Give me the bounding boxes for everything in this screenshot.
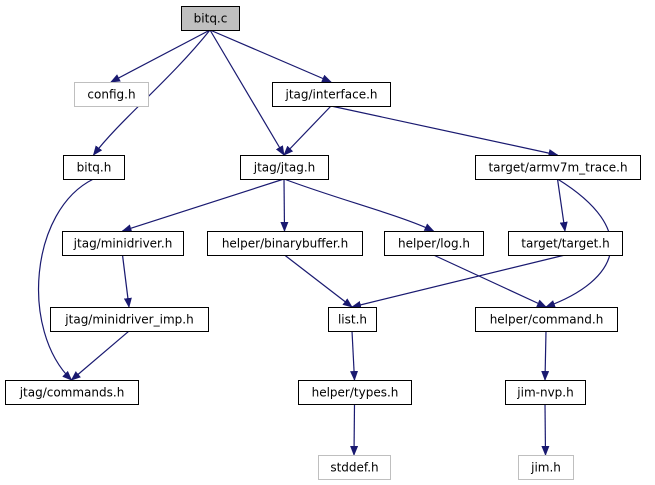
node-label: target/armv7m_trace.h bbox=[488, 161, 627, 175]
node-box bbox=[181, 6, 240, 31]
node-jtag-minidriver-imp-h[interactable]: jtag/minidriver_imp.h bbox=[50, 307, 209, 332]
edge-target-target-h-to-list-h bbox=[351, 254, 566, 309]
edge-jtag-minidriver-h-to-jtag-minidriver-imp-h bbox=[121, 254, 132, 308]
edge-arrow bbox=[350, 403, 359, 456]
edge-jtag-jtag-h-to-helper-binarybuffer-h bbox=[280, 178, 289, 232]
edge-arrow bbox=[280, 178, 289, 232]
node-box bbox=[272, 82, 391, 107]
node-box bbox=[475, 307, 618, 332]
edge-helper-binarybuffer-h-to-list-h bbox=[284, 254, 353, 308]
edge-arrow bbox=[110, 29, 211, 83]
node-box bbox=[328, 307, 377, 332]
edge-arrow bbox=[209, 29, 285, 156]
node-box bbox=[298, 380, 412, 405]
node-box bbox=[518, 455, 574, 480]
node-box bbox=[318, 455, 391, 480]
node-box bbox=[63, 155, 125, 180]
node-helper-types-h[interactable]: helper/types.h bbox=[298, 380, 412, 405]
node-helper-binarybuffer-h[interactable]: helper/binarybuffer.h bbox=[207, 231, 363, 256]
node-bitq-c[interactable]: bitq.c bbox=[181, 6, 240, 31]
node-label: jim-nvp.h bbox=[516, 386, 573, 400]
node-jtag-interface-h[interactable]: jtag/interface.h bbox=[272, 82, 391, 107]
edge-jtag-jtag-h-to-helper-log-h bbox=[283, 178, 435, 232]
node-jim-h: jim.h bbox=[518, 455, 574, 480]
node-jtag-minidriver-h[interactable]: jtag/minidriver.h bbox=[62, 231, 184, 256]
node-label: jtag/minidriver.h bbox=[73, 237, 173, 251]
edge-arrow bbox=[330, 105, 559, 158]
node-config-h: config.h bbox=[74, 82, 149, 107]
node-box bbox=[384, 231, 484, 256]
edge-jim-nvp-h-to-jim-h bbox=[541, 403, 550, 456]
node-helper-command-h[interactable]: helper/command.h bbox=[475, 307, 618, 332]
edge-layer bbox=[38, 29, 612, 456]
edge-arrow bbox=[283, 105, 332, 156]
edge-arrow bbox=[121, 178, 285, 233]
edge-arrow bbox=[433, 254, 547, 308]
node-label: jim.h bbox=[530, 461, 561, 475]
edge-jtag-interface-h-to-target-armv7m-trace-h bbox=[330, 105, 559, 158]
edge-helper-types-h-to-stddef-h bbox=[350, 403, 359, 456]
node-label: jtag/minidriver_imp.h bbox=[64, 313, 193, 327]
node-label: helper/log.h bbox=[398, 237, 470, 251]
edge-arrow bbox=[351, 254, 566, 309]
edge-jtag-minidriver-imp-h-to-jtag-commands-h bbox=[70, 330, 130, 381]
node-label: jtag/jtag.h bbox=[253, 161, 315, 175]
node-label: helper/binarybuffer.h bbox=[222, 237, 348, 251]
edge-arrow bbox=[121, 254, 132, 308]
edge-arrow bbox=[350, 330, 359, 381]
node-target-target-h[interactable]: target/target.h bbox=[508, 231, 623, 256]
edge-jtag-jtag-h-to-jtag-minidriver-h bbox=[121, 178, 285, 233]
node-jtag-jtag-h[interactable]: jtag/jtag.h bbox=[240, 155, 329, 180]
node-jtag-commands-h[interactable]: jtag/commands.h bbox=[5, 380, 139, 405]
edge-bitq-c-to-jtag-jtag-h bbox=[209, 29, 285, 156]
node-label: config.h bbox=[87, 88, 135, 102]
edge-jtag-interface-h-to-jtag-jtag-h bbox=[283, 105, 332, 156]
node-label: bitq.c bbox=[194, 12, 228, 26]
node-jim-nvp-h[interactable]: jim-nvp.h bbox=[505, 380, 586, 405]
edge-arrow bbox=[541, 330, 550, 381]
node-label: helper/types.h bbox=[312, 386, 399, 400]
node-box bbox=[50, 307, 209, 332]
edge-helper-command-h-to-jim-nvp-h bbox=[541, 330, 550, 381]
node-bitq-h[interactable]: bitq.h bbox=[63, 155, 125, 180]
edge-bitq-c-to-jtag-interface-h bbox=[209, 29, 332, 83]
node-layer: bitq.c config.h jtag/interface.h bitq.h jtag… bbox=[5, 6, 641, 480]
edge-arrow bbox=[70, 330, 130, 381]
node-label: stddef.h bbox=[330, 461, 378, 475]
node-stddef-h: stddef.h bbox=[318, 455, 391, 480]
node-box bbox=[62, 231, 184, 256]
node-target-armv7m-trace-h[interactable]: target/armv7m_trace.h bbox=[475, 155, 641, 180]
node-label: list.h bbox=[338, 313, 367, 327]
edge-arrow bbox=[284, 254, 353, 308]
node-label: helper/command.h bbox=[490, 313, 604, 327]
node-box bbox=[5, 380, 139, 405]
node-box bbox=[240, 155, 329, 180]
node-label: target/target.h bbox=[521, 237, 609, 251]
edge-arrow bbox=[283, 178, 435, 232]
node-box bbox=[505, 380, 586, 405]
edge-bitq-c-to-config-h bbox=[110, 29, 211, 83]
node-list-h[interactable]: list.h bbox=[328, 307, 377, 332]
node-label: jtag/interface.h bbox=[285, 88, 378, 102]
edge-helper-log-h-to-helper-command-h bbox=[433, 254, 547, 308]
node-box bbox=[207, 231, 363, 256]
edge-arrow bbox=[541, 403, 550, 456]
edge-arrow bbox=[38, 178, 94, 381]
edge-list-h-to-helper-types-h bbox=[350, 330, 359, 381]
node-box bbox=[74, 82, 149, 107]
edge-target-armv7m-trace-h-to-target-target-h bbox=[556, 178, 568, 232]
node-helper-log-h[interactable]: helper/log.h bbox=[384, 231, 484, 256]
node-label: bitq.h bbox=[77, 161, 112, 175]
edge-bitq-h-to-jtag-commands-h bbox=[38, 178, 94, 381]
edge-arrow bbox=[209, 29, 332, 83]
node-box bbox=[508, 231, 623, 256]
edge-arrow bbox=[556, 178, 568, 232]
node-box bbox=[475, 155, 641, 180]
node-label: jtag/commands.h bbox=[19, 386, 125, 400]
